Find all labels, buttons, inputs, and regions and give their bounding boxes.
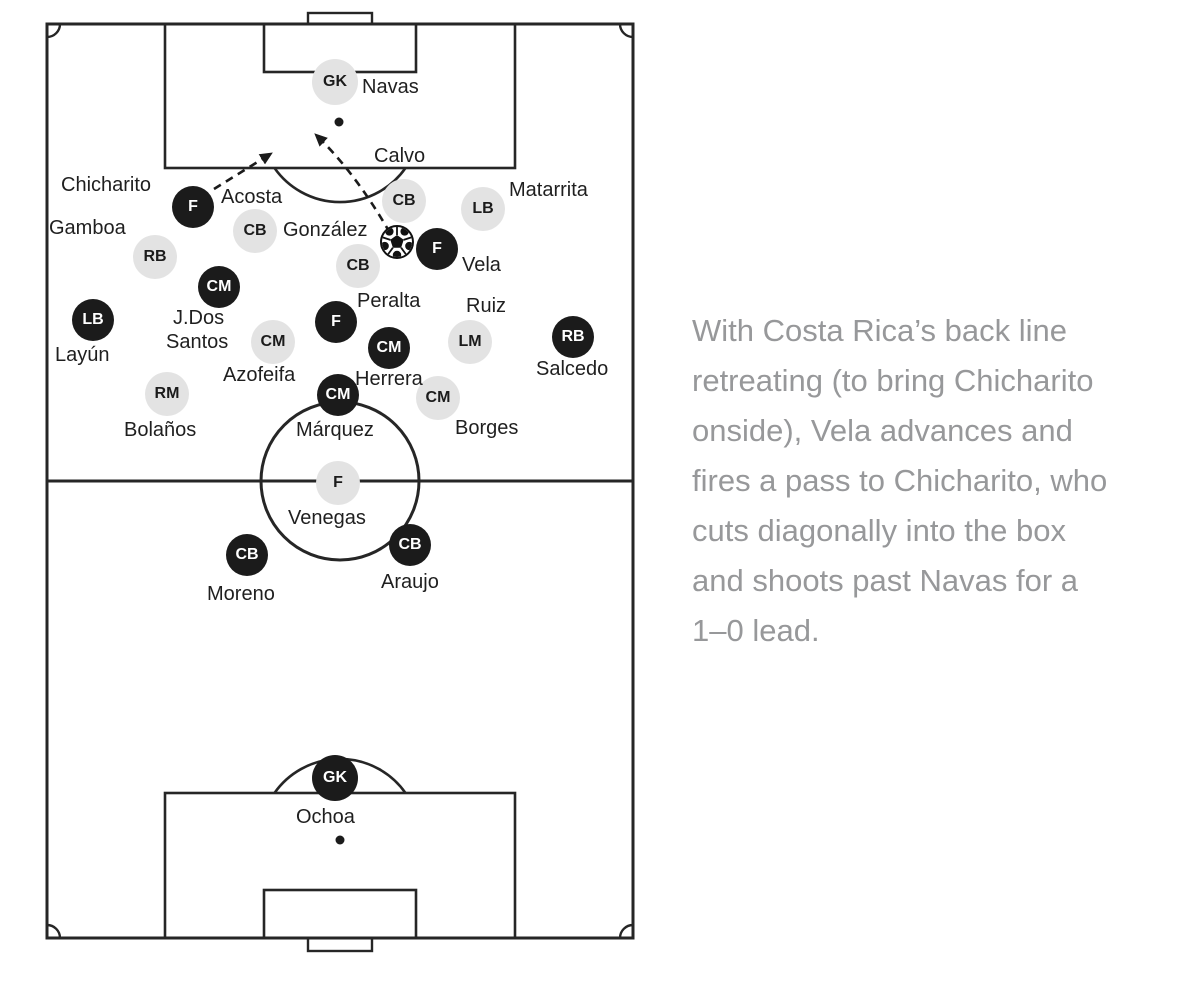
player-label-salcedo: Salcedo [536, 358, 609, 380]
player-label-ruiz: Ruiz [466, 295, 507, 317]
player-role-badge: GK [323, 769, 347, 786]
caption-text: With Costa Rica’s back line retreating (t… [692, 306, 1152, 656]
player-label-peralta: Peralta [357, 290, 421, 312]
player-label-marquez: Márquez [296, 419, 374, 441]
player-role-badge: RM [154, 385, 180, 402]
corner-arc-bottom-left [46, 923, 62, 939]
player-role-badge: CB [243, 222, 267, 239]
bottom-penalty-spot [335, 835, 345, 845]
player-marker-borges: CM [416, 376, 460, 420]
chicharito-run-arrow [213, 151, 273, 191]
player-marker-j-dos-santos: CM [198, 266, 240, 308]
ball-part [403, 236, 412, 241]
caption-line: With Costa Rica’s back line [692, 313, 1068, 348]
ball-icon [380, 225, 414, 259]
player-marker-bolanos: RM [145, 372, 189, 416]
player-role-badge: LB [82, 311, 104, 328]
top-penalty-spot [334, 117, 344, 127]
player-role-badge: CM [325, 386, 351, 403]
player-marker-marquez: CM [317, 374, 359, 416]
bottom-goal-area [262, 888, 418, 940]
caption-line: onside), Vela advances and [692, 413, 1073, 448]
corner-arc-top-right [618, 23, 634, 39]
player-marker-layun: LB [72, 299, 114, 341]
player-label-bolanos: Bolaños [124, 419, 197, 441]
player-marker-araujo: CB [389, 524, 431, 566]
player-label-acosta: Acosta [221, 186, 283, 208]
player-label-azofeifa: Azofeifa [223, 364, 296, 386]
player-marker-ochoa: GK [312, 755, 358, 801]
player-marker-herrera: CM [368, 327, 410, 369]
player-marker-moreno: CB [226, 534, 268, 576]
movement-arrows [213, 133, 392, 234]
player-role-badge: F [331, 313, 341, 330]
player-role-badge: F [333, 474, 343, 491]
player-role-badge: CB [398, 536, 422, 553]
player-label-j-dos-santos: Santos [166, 331, 229, 353]
player-role-badge: CB [392, 192, 416, 209]
player-label-calvo: Calvo [374, 145, 426, 167]
player-marker-gamboa: RB [133, 235, 177, 279]
player-marker-navas: GK [312, 59, 358, 105]
caption-line: fires a pass to Chicharito, who [692, 463, 1108, 498]
ball-part [382, 236, 391, 241]
player-role-badge: CB [346, 257, 370, 274]
player-label-moreno: Moreno [207, 583, 275, 605]
player-role-badge: RB [143, 248, 167, 265]
player-label-araujo: Araujo [381, 571, 439, 593]
player-role-badge: LM [458, 333, 482, 350]
player-marker-salcedo: RB [552, 316, 594, 358]
player-marker-gonzalez: CB [336, 244, 380, 288]
player-label-gamboa: Gamboa [49, 217, 126, 239]
player-role-badge: RB [561, 328, 585, 345]
player-role-badge: F [188, 198, 198, 215]
ball-part [387, 247, 394, 255]
player-label-borges: Borges [455, 417, 519, 439]
corner-arc-bottom-right [618, 923, 634, 939]
caption-line: cuts diagonally into the box [692, 513, 1066, 548]
caption-line: retreating (to bring Chicharito [692, 363, 1094, 398]
player-label-venegas: Venegas [288, 507, 366, 529]
player-label-ochoa: Ochoa [296, 806, 355, 828]
vela-pass-arrow [314, 133, 392, 234]
player-role-badge: F [432, 240, 442, 257]
caption-line: and shoots past Navas for a [692, 563, 1079, 598]
player-role-badge: CM [206, 278, 232, 295]
player-role-badge: CB [235, 546, 259, 563]
player-label-gonzalez: González [283, 219, 368, 241]
ball-part [400, 247, 407, 255]
player-marker-vela: F [416, 228, 458, 270]
player-role-badge: CM [376, 339, 402, 356]
player-role-badge: LB [472, 200, 494, 217]
player-role-badge: CM [260, 333, 286, 350]
player-marker-venegas: F [316, 461, 360, 505]
player-label-navas: Navas [362, 76, 419, 98]
player-label-j-dos-santos: J.Dos [173, 307, 225, 329]
player-label-herrera: Herrera [355, 368, 423, 390]
player-marker-calvo: CB [382, 179, 426, 223]
player-role-badge: GK [323, 73, 347, 90]
ball-part [390, 235, 404, 248]
player-marker-azofeifa: CM [251, 320, 295, 364]
player-marker-acosta: CB [233, 209, 277, 253]
corner-arc-top-left [46, 23, 62, 39]
player-label-vela: Vela [462, 254, 501, 276]
player-marker-peralta: F [315, 301, 357, 343]
player-role-badge: CM [425, 389, 451, 406]
player-marker-matarrita: LB [461, 187, 505, 231]
player-marker-ruiz: LM [448, 320, 492, 364]
player-label-chicharito: Chicharito [61, 174, 152, 196]
player-label-layun: Layún [55, 344, 110, 366]
player-marker-chicharito: F [172, 186, 214, 228]
caption-line: 1–0 lead. [692, 613, 820, 648]
ball-part [392, 250, 402, 257]
player-label-matarrita: Matarrita [509, 179, 588, 201]
